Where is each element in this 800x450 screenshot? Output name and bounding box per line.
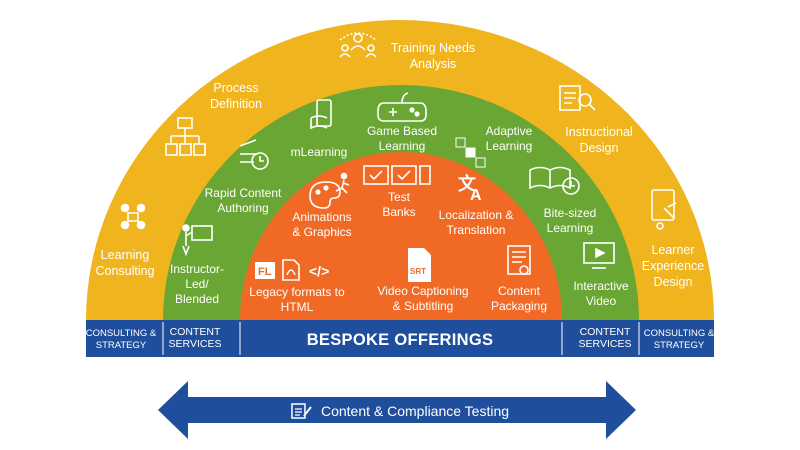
arrow-label: Content & Compliance Testing	[291, 402, 509, 420]
label-instructor-led-blended: Instructor-Led/Blended	[169, 262, 225, 306]
svg-text:FL: FL	[258, 266, 272, 278]
flowchart-icon	[165, 117, 206, 156]
svg-text:</>: </>	[309, 263, 329, 279]
checklist-screens-icon	[363, 165, 431, 185]
label-video-captioning: Video Captioning& Subtitling	[377, 284, 469, 313]
bar-title-bespoke-offerings: BESPOKE OFFERINGS	[306, 331, 494, 349]
gamepad-icon	[377, 92, 427, 122]
arrow-label-text: Content & Compliance Testing	[320, 403, 510, 419]
svg-text:文: 文	[458, 173, 477, 194]
label-animations-graphics: Animations& Graphics	[292, 210, 352, 239]
bottom-bar	[86, 320, 714, 357]
file-formats-icon: FL </>	[255, 259, 329, 281]
svg-text:SRT: SRT	[410, 267, 426, 276]
double-arrow	[158, 381, 636, 439]
pencil-clock-icon	[239, 139, 269, 170]
instructor-board-icon	[182, 224, 213, 257]
book-clock-icon	[529, 166, 580, 195]
bar-label-consulting-strategy-right: CONSULTING &STRATEGY	[643, 328, 715, 351]
label-localization-translation: Localization &Translation	[438, 208, 514, 237]
label-mlearning: mLearning	[290, 145, 348, 159]
meeting-icon	[120, 203, 146, 230]
adaptive-blocks-icon	[455, 137, 486, 168]
translate-icon: 文 A	[458, 173, 482, 204]
checklist-pen-icon	[291, 403, 312, 419]
bar-label-consulting-strategy-left: CONSULTING &STRATEGY	[85, 328, 157, 351]
package-document-icon	[507, 245, 531, 275]
srt-file-icon: SRT	[408, 248, 431, 282]
document-search-icon	[559, 85, 596, 111]
people-network-icon	[339, 32, 377, 58]
mobile-book-icon	[310, 99, 332, 130]
palette-runner-icon	[309, 172, 350, 209]
video-screen-icon	[583, 242, 615, 269]
tablet-touch-icon	[651, 189, 677, 230]
inner-arc-bespoke	[240, 152, 562, 320]
svg-text:A: A	[470, 187, 482, 204]
